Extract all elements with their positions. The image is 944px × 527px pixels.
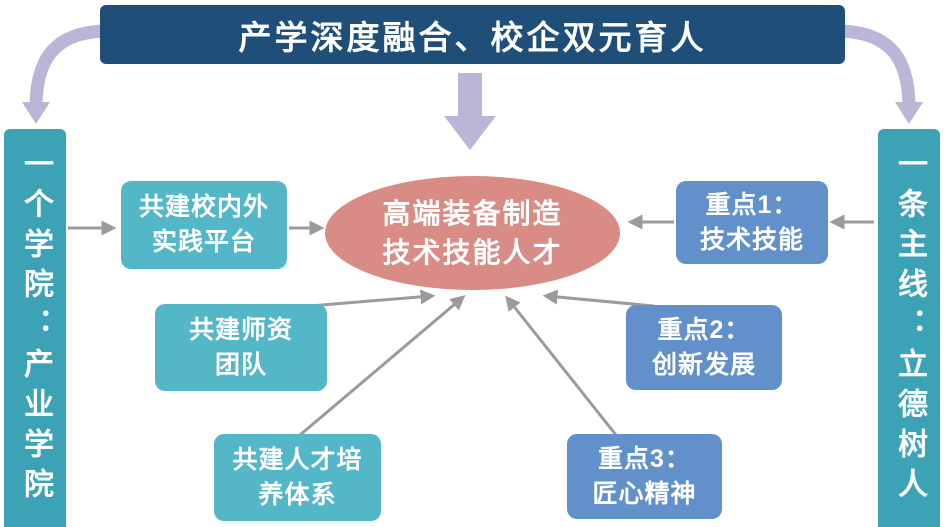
center-ellipse: 高端装备制造 技术技能人才: [325, 176, 620, 290]
curved-arrow-left: [29, 24, 105, 105]
left-box-teaching-team: 共建师资 团队: [155, 304, 327, 391]
connector-leftbox2-to-ellipse: [309, 289, 436, 308]
banner-title: 产学深度融合、校企双元育人: [100, 5, 845, 64]
right-pillar: 一条主线：立德树人: [878, 129, 940, 527]
right-box-focus3: 重点3： 匠心精神: [567, 434, 722, 519]
curved-arrow-right: [840, 24, 916, 105]
right-pillar-label: 一条主线：立德树人: [893, 148, 926, 508]
center-down-arrow-icon: [444, 73, 496, 150]
left-pillar: 一个学院：产业学院: [4, 129, 66, 527]
right-box-focus1: 重点1： 技术技能: [676, 181, 828, 264]
curved-arrow-left-head-icon: [22, 102, 50, 124]
left-pillar-label: 一个学院：产业学院: [19, 148, 52, 508]
left-box-training-system: 共建人才培 养体系: [214, 434, 381, 521]
curved-arrow-right-head-icon: [895, 102, 923, 124]
right-box-focus2: 重点2： 创新发展: [626, 305, 782, 390]
connector-rightbox3-to-ellipse: [505, 295, 618, 436]
left-box-practice-platform: 共建校内外 实践平台: [121, 181, 287, 269]
